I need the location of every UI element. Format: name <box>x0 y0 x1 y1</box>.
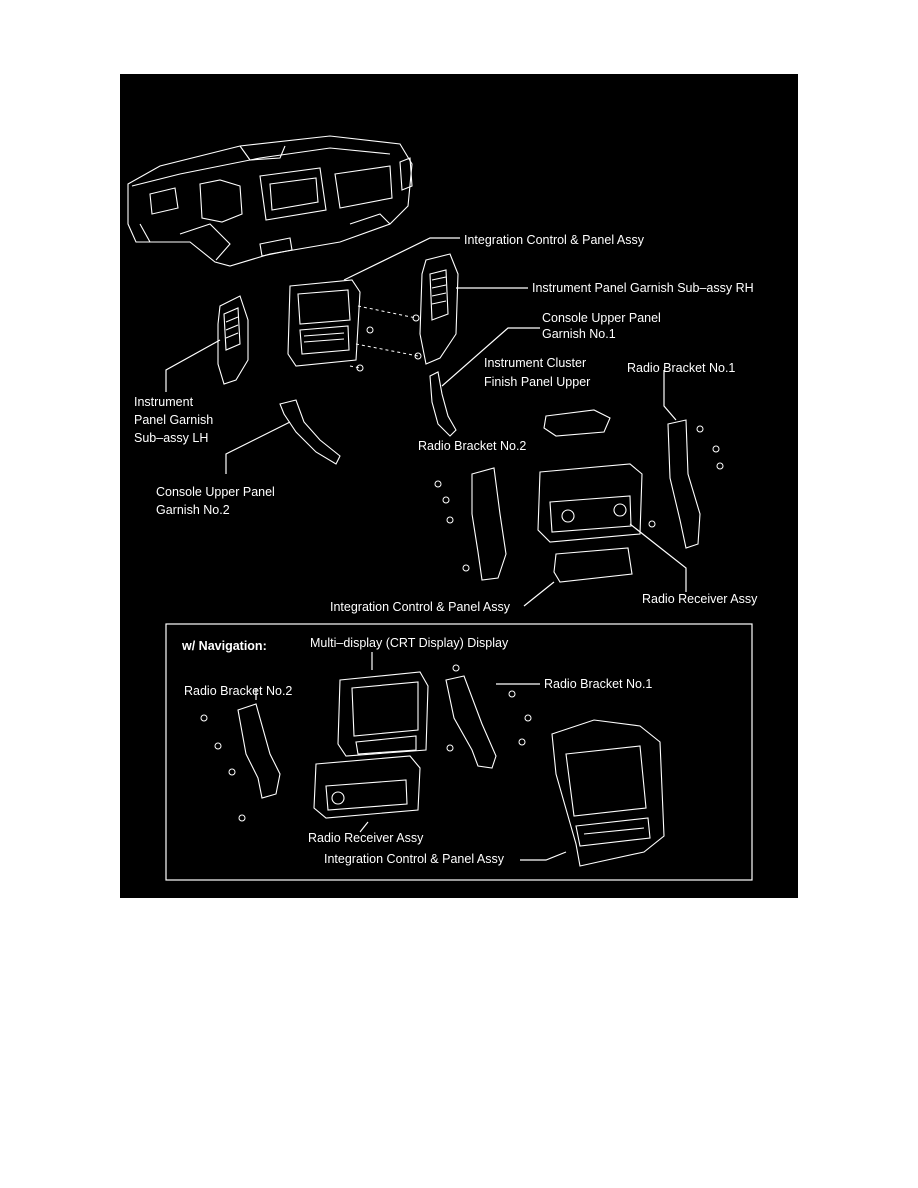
exploded-parts-diagram: Integration Control & Panel Assy Instrum… <box>120 74 798 898</box>
label-console-no2-line1: Console Upper Panel <box>156 485 275 499</box>
label-nav-radio-receiver: Radio Receiver Assy <box>308 831 424 845</box>
integration-panel-mid-illustration <box>553 547 633 583</box>
instrument-panel-illustration <box>127 135 413 267</box>
console-garnish-no2-illustration <box>279 399 341 465</box>
radio-bracket-no2-illustration <box>434 467 507 581</box>
label-nav-radio-bracket-no1: Radio Bracket No.1 <box>544 677 652 691</box>
integration-panel-illustration <box>287 279 422 372</box>
nav-radio-receiver-illustration <box>313 755 421 819</box>
label-radio-receiver: Radio Receiver Assy <box>642 592 758 606</box>
label-cluster-line2: Finish Panel Upper <box>484 375 590 389</box>
label-integration-control-mid: Integration Control & Panel Assy <box>330 600 511 614</box>
nav-multi-display-illustration <box>337 671 429 757</box>
label-console-no1-line2: Garnish No.1 <box>542 327 616 341</box>
label-nav-multi-display: Multi–display (CRT Display) Display <box>310 636 509 650</box>
navigation-inset-box <box>165 623 753 881</box>
label-garnish-rh: Instrument Panel Garnish Sub–assy RH <box>532 281 754 295</box>
nav-heading: w/ Navigation: <box>181 639 267 653</box>
label-console-no2-line2: Garnish No.2 <box>156 503 230 517</box>
label-nav-radio-bracket-no2: Radio Bracket No.2 <box>184 684 292 698</box>
nav-radio-bracket-no1-illustration <box>445 664 532 769</box>
garnish-lh-illustration <box>217 295 249 385</box>
label-cluster-line1: Instrument Cluster <box>484 356 586 370</box>
label-nav-integration-control: Integration Control & Panel Assy <box>324 852 505 866</box>
label-garnish-lh-line2: Panel Garnish <box>134 413 213 427</box>
label-garnish-lh-line1: Instrument <box>134 395 194 409</box>
label-garnish-lh-line3: Sub–assy LH <box>134 431 208 445</box>
nav-radio-bracket-no2-illustration <box>200 703 281 822</box>
label-integration-control-top: Integration Control & Panel Assy <box>464 233 645 247</box>
label-radio-bracket-no1: Radio Bracket No.1 <box>627 361 735 375</box>
diagram-canvas: Integration Control & Panel Assy Instrum… <box>127 135 758 881</box>
radio-bracket-no1-illustration <box>648 419 724 549</box>
radio-receiver-illustration <box>537 463 643 543</box>
cluster-finish-panel-illustration <box>543 409 611 437</box>
nav-integration-panel-illustration <box>551 719 665 867</box>
label-radio-bracket-no2: Radio Bracket No.2 <box>418 439 526 453</box>
label-console-no1-line1: Console Upper Panel <box>542 311 661 325</box>
console-garnish-no1-illustration <box>429 371 457 437</box>
garnish-rh-illustration <box>419 253 459 365</box>
